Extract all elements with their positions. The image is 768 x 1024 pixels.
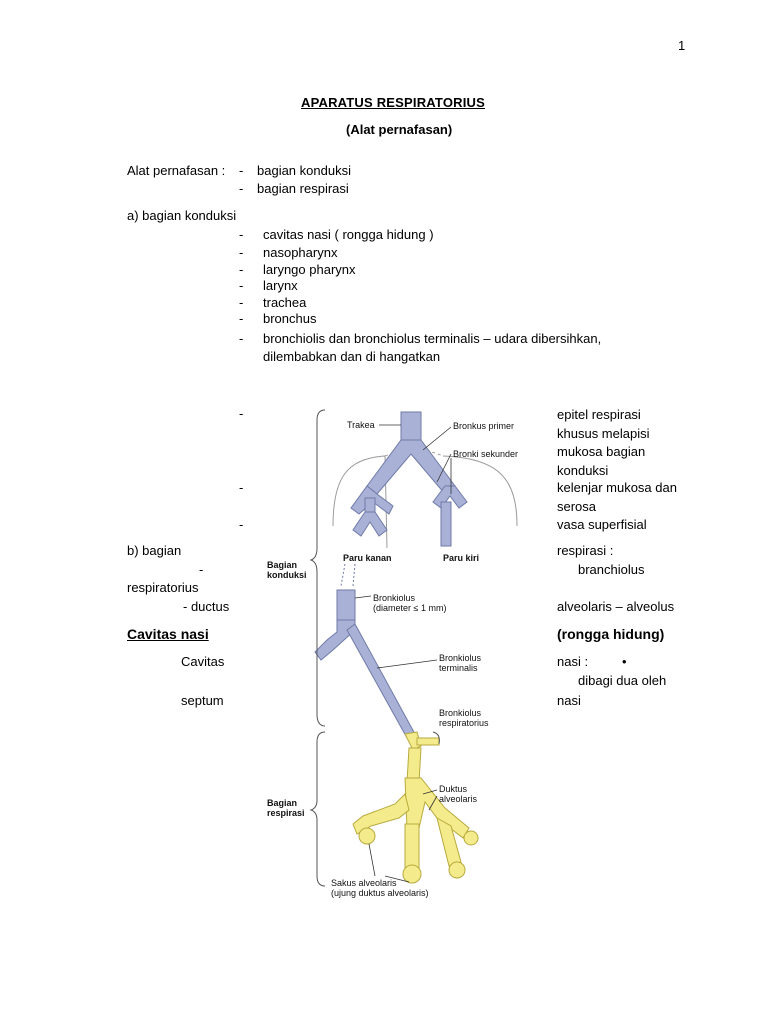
intro-dash: - bbox=[239, 181, 244, 196]
label-bagian-konduksi: konduksi bbox=[267, 570, 307, 580]
section-b-right: branchiolus bbox=[578, 562, 645, 577]
list-dash: - bbox=[239, 262, 244, 277]
label-bagian-respirasi: Bagian bbox=[267, 798, 297, 808]
page-number: 1 bbox=[678, 38, 686, 53]
list-dash: - bbox=[239, 295, 244, 310]
page-subtitle: (Alat pernafasan) bbox=[346, 122, 453, 137]
cavitas-right: nasi : bbox=[557, 654, 589, 669]
right-text: kelenjar mukosa dan bbox=[557, 480, 677, 495]
cavitas-text: Cavitas bbox=[181, 654, 225, 669]
respiratory-tree-figure: Trakea Bronkus primer Bronki sekunder Pa… bbox=[267, 409, 518, 898]
right-lung-outline bbox=[332, 455, 388, 549]
section-b-heading: b) bagian bbox=[127, 543, 182, 558]
label-paru-kanan: Paru kanan bbox=[343, 553, 392, 563]
label-bronkiolus-terminalis: Bronkiolus bbox=[439, 653, 482, 663]
list-dash: - bbox=[239, 517, 244, 532]
label-sakus-alveolaris: (ujung duktus alveolaris) bbox=[331, 888, 429, 898]
section-b-text: respiratorius bbox=[127, 580, 199, 595]
section-b-text: - ductus bbox=[183, 599, 230, 614]
right-text: konduksi bbox=[557, 463, 609, 478]
label-bronkiolus-respiratorius: Bronkiolus bbox=[439, 708, 482, 718]
right-text: serosa bbox=[557, 499, 597, 514]
intro-label: Alat pernafasan : bbox=[127, 163, 226, 178]
intro-item: bagian respirasi bbox=[257, 181, 349, 196]
cavitas-right: nasi bbox=[557, 693, 581, 708]
cavitas-right: dibagi dua oleh bbox=[578, 673, 667, 688]
section-b-right: alveolaris – alveolus bbox=[557, 599, 675, 614]
list-dash: - bbox=[239, 331, 244, 346]
label-trakea: Trakea bbox=[347, 420, 375, 430]
list-item: bronchiolis dan bronchiolus terminalis –… bbox=[263, 331, 602, 346]
label-bronkiolus: Bronkiolus bbox=[373, 593, 416, 603]
conducting-airways bbox=[314, 411, 468, 739]
dashed-connector bbox=[352, 563, 356, 587]
section-a-heading: a) bagian konduksi bbox=[127, 208, 237, 223]
left-lung-outline bbox=[442, 455, 518, 527]
brace-bronkiolus-respiratorius bbox=[432, 731, 440, 745]
list-item-continuation: dilembabkan dan di hangatkan bbox=[263, 349, 441, 364]
list-dash: - bbox=[239, 278, 244, 293]
label-bronkiolus-terminalis: terminalis bbox=[439, 663, 478, 673]
list-item: nasopharynx bbox=[263, 245, 338, 260]
list-item: larynx bbox=[263, 278, 298, 293]
list-dash: - bbox=[199, 562, 204, 577]
respiratory-airways bbox=[352, 731, 479, 884]
right-text: mukosa bagian bbox=[557, 444, 646, 459]
label-bagian-respirasi: respirasi bbox=[267, 808, 305, 818]
brace-respirasi bbox=[309, 731, 326, 887]
brace-konduksi bbox=[309, 409, 326, 727]
leader-lines bbox=[354, 424, 452, 883]
right-text: epitel respirasi bbox=[557, 407, 641, 422]
label-diameter: (diameter ≤ 1 mm) bbox=[373, 603, 446, 613]
label-bronkiolus-respiratorius: respiratorius bbox=[439, 718, 489, 728]
list-item: cavitas nasi ( rongga hidung ) bbox=[263, 227, 434, 242]
list-item: laryngo pharynx bbox=[263, 262, 356, 277]
label-bronki-sekunder: Bronki sekunder bbox=[453, 449, 518, 459]
list-dash: - bbox=[239, 311, 244, 326]
list-dash: - bbox=[239, 227, 244, 242]
list-dash: - bbox=[239, 480, 244, 495]
list-dash: - bbox=[239, 406, 244, 421]
label-bagian-konduksi: Bagian bbox=[267, 560, 297, 570]
intro-item: bagian konduksi bbox=[257, 163, 351, 178]
cavitas-heading: Cavitas nasi bbox=[127, 626, 209, 642]
bullet-icon: • bbox=[622, 654, 627, 669]
label-bronkus-primer: Bronkus primer bbox=[453, 421, 514, 431]
list-item: trachea bbox=[263, 295, 307, 310]
dashed-connector bbox=[340, 563, 346, 587]
label-duktus-alveolaris: alveolaris bbox=[439, 794, 478, 804]
intro-dash: - bbox=[239, 163, 244, 178]
page-title: APARATUS RESPIRATORIUS bbox=[301, 95, 486, 110]
cavitas-heading-right: (rongga hidung) bbox=[557, 626, 665, 642]
cavitas-text: septum bbox=[181, 693, 224, 708]
section-b-right: respirasi : bbox=[557, 543, 614, 558]
right-text: khusus melapisi bbox=[557, 426, 650, 441]
right-text: vasa superfisial bbox=[557, 517, 647, 532]
label-paru-kiri: Paru kiri bbox=[443, 553, 479, 563]
list-dash: - bbox=[239, 245, 244, 260]
label-duktus-alveolaris: Duktus bbox=[439, 784, 468, 794]
label-sakus-alveolaris: Sakus alveolaris bbox=[331, 878, 397, 888]
list-item: bronchus bbox=[263, 311, 317, 326]
